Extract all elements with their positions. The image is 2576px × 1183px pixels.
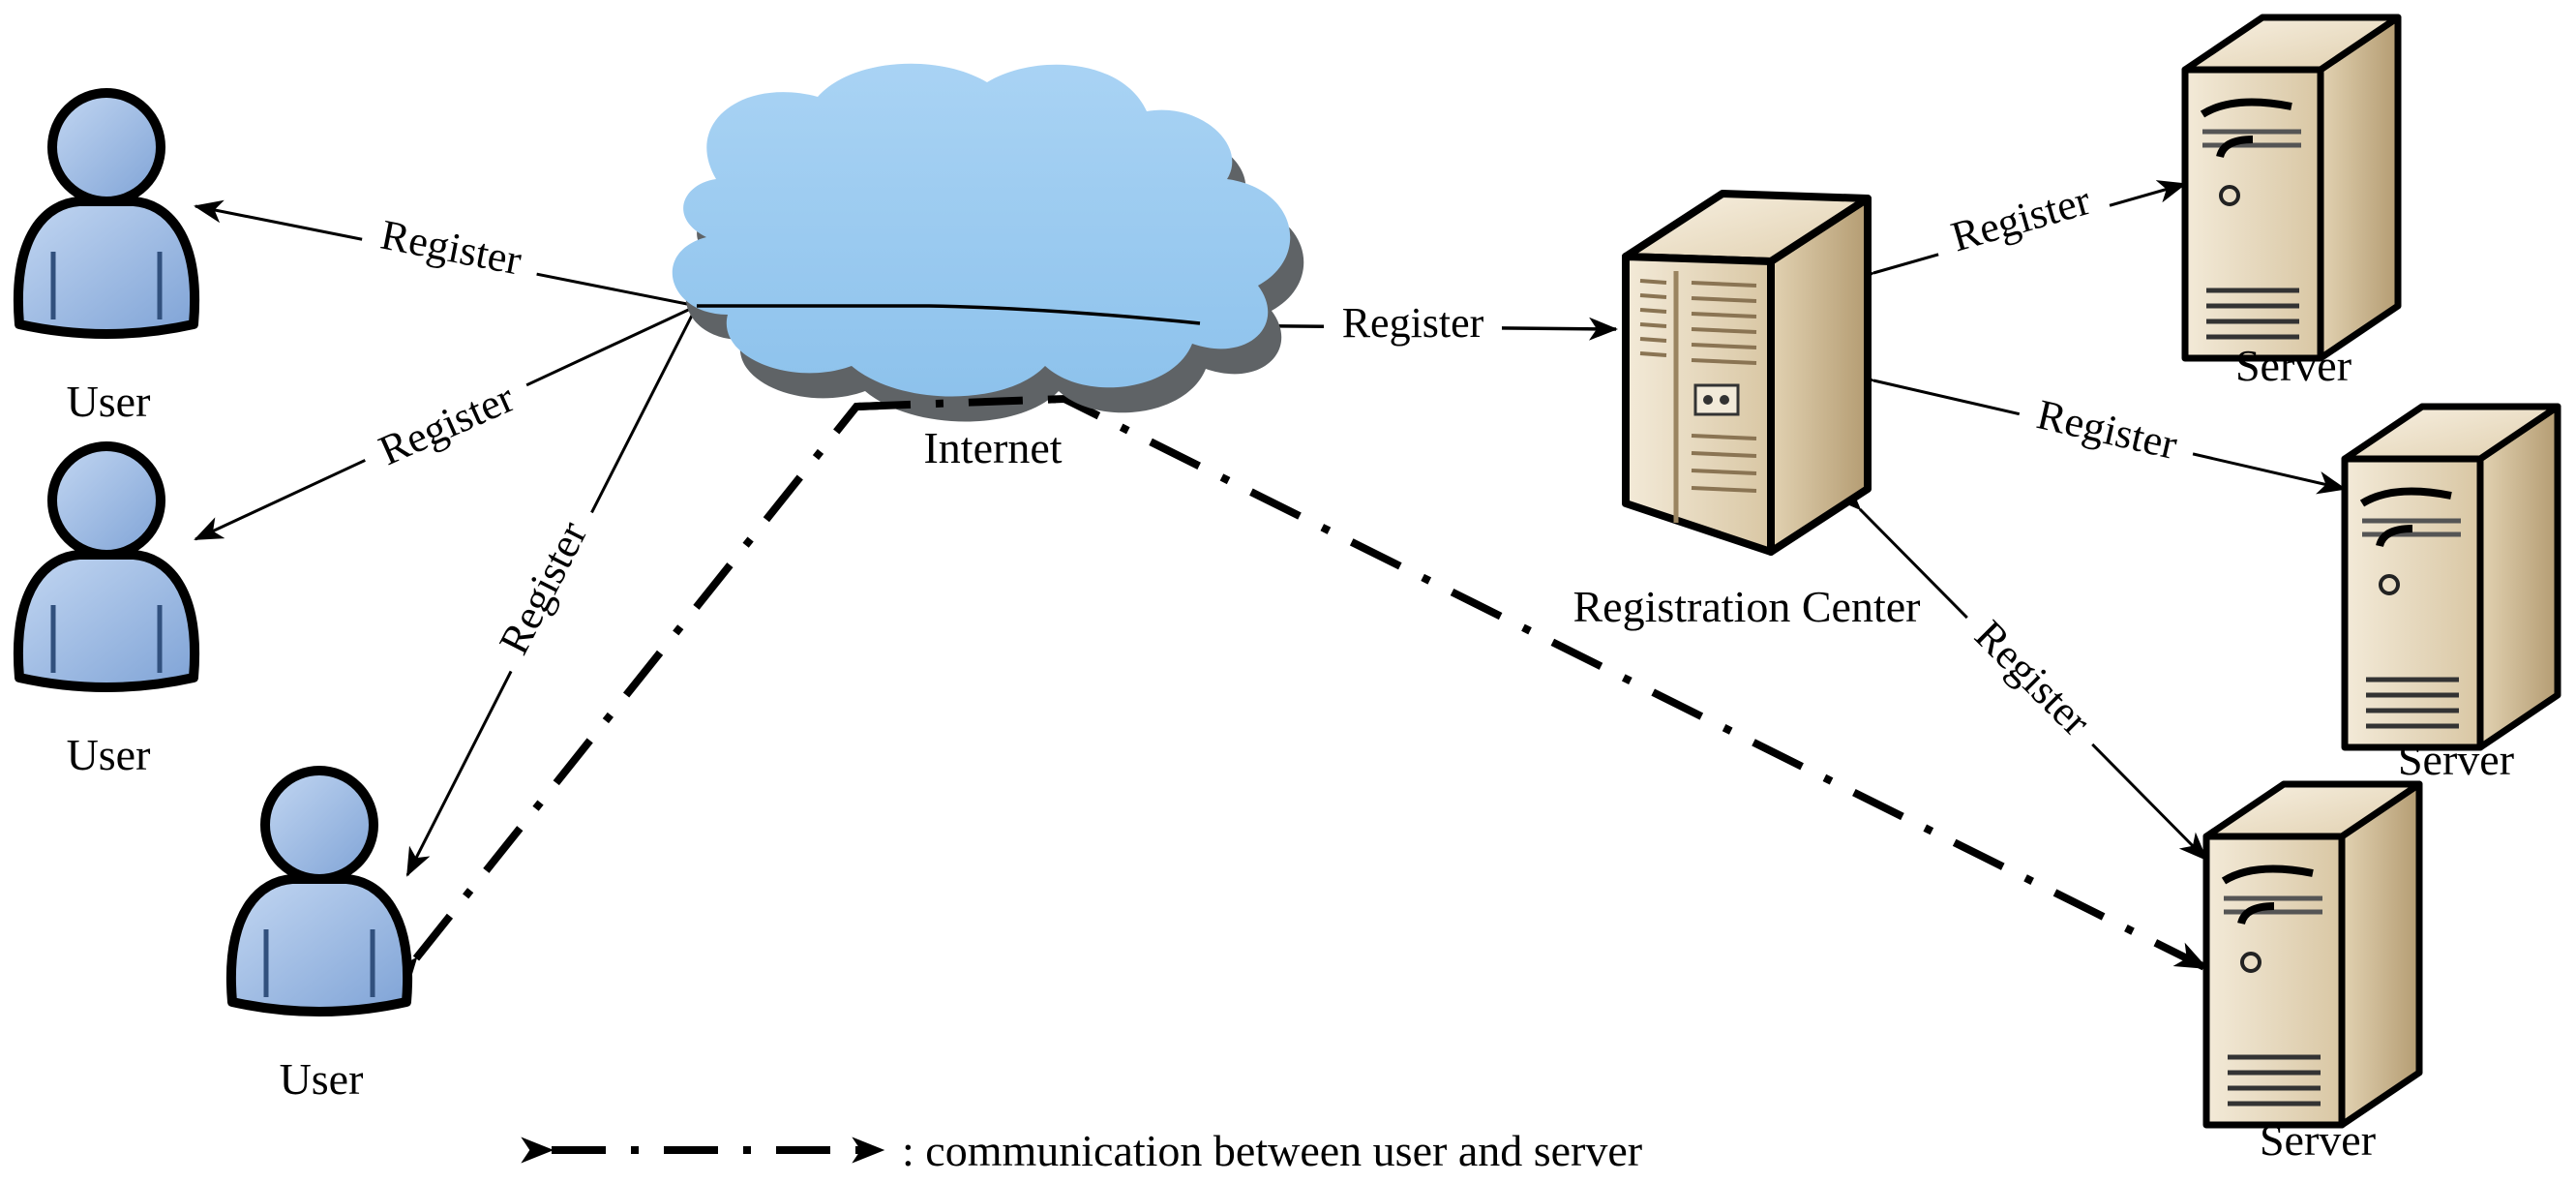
legend: : communication between user and server	[521, 1126, 1642, 1175]
registration-center-icon	[1622, 190, 1872, 556]
edge-label-center-server3: Register	[1953, 597, 2113, 758]
svg-text:Register: Register	[2033, 390, 2182, 469]
server-label-3: Server	[2260, 1115, 2376, 1165]
edge-label-center-server2: Register	[2015, 385, 2200, 473]
edge-label-center-server1: Register	[1928, 169, 2113, 266]
svg-text:Register: Register	[372, 374, 521, 475]
edge-label-internet-user1: Register	[359, 206, 544, 288]
user-label-1: User	[67, 377, 151, 426]
user-icon-1	[18, 93, 195, 334]
internet-label: Internet	[923, 423, 1062, 472]
edge-label-internet-user3: Register	[480, 497, 605, 679]
svg-text:Register: Register	[1342, 299, 1484, 347]
legend-text: : communication between user and server	[902, 1126, 1642, 1175]
server-label-1: Server	[2235, 341, 2351, 390]
registration-center-label: Registration Center	[1573, 582, 1921, 631]
svg-text:Register: Register	[1946, 176, 2096, 261]
user-label-3: User	[280, 1054, 364, 1104]
server-icon-2	[2345, 407, 2558, 747]
communication-user-server	[386, 394, 2209, 991]
user-icon-3	[231, 771, 407, 1012]
edge-label-internet-user2: Register	[354, 365, 538, 482]
edge-label-internet-center: Register	[1324, 298, 1502, 347]
server-icon-3	[2206, 784, 2419, 1125]
cloud-icon	[672, 63, 1304, 422]
user-label-2: User	[67, 730, 151, 779]
svg-text:Register: Register	[377, 211, 526, 285]
svg-text:Register: Register	[490, 513, 596, 661]
server-label-2: Server	[2398, 735, 2514, 784]
svg-text:Register: Register	[1965, 611, 2100, 745]
user-icon-2	[18, 446, 195, 687]
server-icon-1	[2185, 17, 2398, 358]
